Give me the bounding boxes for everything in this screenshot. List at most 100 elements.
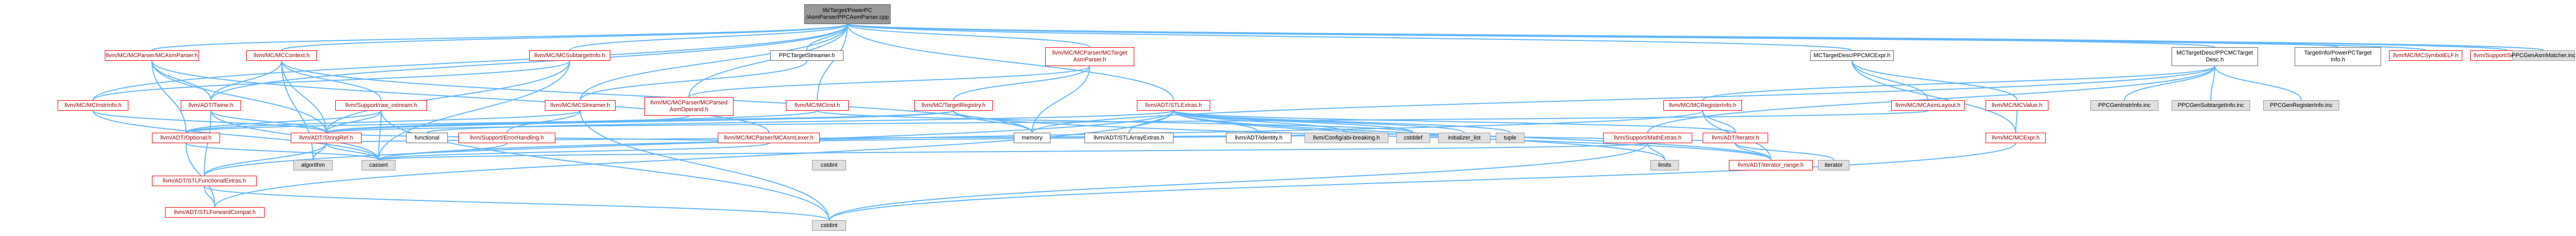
edge-mccontext-twine [210,60,282,101]
edge-mcexpr-cstdint2 [828,143,2016,221]
node-initializer-list[interactable]: initializer_list [1438,133,1490,143]
edge-mcasmparser-twine [151,60,212,101]
node-mcasmparser[interactable]: llvm/MC/MCParser/MCAsmParser.h [105,50,199,61]
edge-mcasmlayout-stringref [325,110,1928,133]
node-limits[interactable]: limits [1650,160,1679,170]
edge-stringref-algorithm [312,143,327,160]
node-configbreaking[interactable]: llvm/Config/abi-breaking.h [1305,133,1388,143]
node-mathextras[interactable]: llvm/Support/MathExtras.h [1603,133,1692,143]
node-stlforwardcompat[interactable]: llvm/ADT/STLForwardCompat.h [165,207,265,218]
edge-mctargetasmparser-memory [1032,66,1090,133]
edge-ppcmctargetdesc-ppcgensubtargetinfo [2210,66,2216,101]
node-raw-ostream[interactable]: llvm/Support/raw_ostream.h [335,100,427,111]
edge-errorhandling-cassert [378,143,508,160]
node-iterator-range[interactable]: llvm/ADT/iterator_range.h [1729,160,1813,170]
edge-stlfunctionalextras-stlforwardcompat [204,186,215,208]
edge-twine-stringref [210,110,327,133]
node-mcsubtargetinfo[interactable]: llvm/MC/MCSubtargetInfo.h [529,50,610,61]
edge-stringref-cassert [325,143,379,160]
edge-mcasmparser-optional [151,60,187,133]
edge-stlfunctionalextras-cstdint2 [204,186,830,221]
node-iterator[interactable]: iterator [1818,160,1849,170]
node-mcinstrinfo[interactable]: llvm/MC/MCInstrInfo.h [58,100,128,111]
node-ppcgenregisterinfo[interactable]: PPCGenRegisterInfo.inc [2263,100,2339,111]
node-ppcgensubtargetinfo[interactable]: PPCGenSubtargetInfo.inc [2172,100,2250,111]
edge-mctargetasmparser-targetregistry [953,66,1090,101]
node-cstdint-bottom[interactable]: cstdint [812,220,846,231]
edge-raw_ostream-optional [185,110,382,133]
node-cassert[interactable]: cassert [361,160,396,170]
edge-adtiterator-iterator_range [1735,143,1771,160]
node-optional[interactable]: llvm/ADT/Optional.h [152,133,220,143]
node-stlextras[interactable]: llvm/ADT/STLExtras.h [1137,100,1210,111]
node-stlarrayextras[interactable]: llvm/ADT/STLArrayExtras.h [1084,133,1174,143]
node-twine[interactable]: llvm/ADT/Twine.h [181,100,241,111]
node-tuple[interactable]: tuple [1496,133,1525,143]
edge-mcstreamer-cstdint2 [579,110,830,221]
edge-twine-stlfunctionalextras [204,110,212,176]
node-errorhandling[interactable]: llvm/Support/ErrorHandling.h [458,133,555,143]
edge-root-mcsubtargetinfo [569,24,848,51]
edge-ppcmctargetdesc-mathextras [1647,66,2216,133]
edge-root-mcparsedasmoperand [688,24,848,98]
edge-mccontext-algorithm [281,60,314,160]
edge-raw_ostream-stringref [325,110,382,133]
edge-mctargetasmparser-mcparsedasmoperand [688,66,1090,98]
node-stlfunctionalextras[interactable]: llvm/ADT/STLFunctionalExtras.h [152,176,257,186]
node-ppcmctargetdesc[interactable]: MCTargetDesc/PPCMCTarget Desc.h [2172,47,2258,66]
node-mcinst[interactable]: llvm/MC/MCInst.h [786,100,849,111]
node-adtiterator[interactable]: llvm/ADT/iterator.h [1703,133,1768,143]
edge-ppcmctargetdesc-ppcgenregisterinfo [2214,66,2302,101]
node-mcvalue[interactable]: llvm/MC/MCValue.h [1986,100,2048,111]
edge-ppcmcexpr-mcvalue [1851,60,2018,101]
node-mcparsedasmoperand[interactable]: llvm/MC/MCParser/MCParsed AsmOperand.h [644,97,733,116]
edge-targetregistry-stringref [325,110,954,133]
edge-root-mccontext [281,24,848,51]
node-mcstreamer[interactable]: llvm/MC/MCStreamer.h [545,100,616,111]
node-mcsymbolelf[interactable]: llvm/MC/MCSymbolELF.h [2389,50,2462,61]
edge-stlextras-functional [426,110,1174,133]
edge-stringref-stlfunctionalextras [204,143,327,176]
edge-stlextras-stlfunctionalextras [204,110,1174,176]
node-ppcgenasmmatcher[interactable]: PPCGenAsmMatcher.inc [2512,50,2575,61]
edge-mcsubtargetinfo-cassert [378,60,571,160]
node-mcasmlayout[interactable]: llvm/MC/MCAsmLayout.h [1891,100,1965,111]
edge-stlextras-stlforwardcompat [214,110,1174,208]
node-cstddef[interactable]: cstddef [1396,133,1430,143]
edge-optional-cassert [185,143,379,160]
edge-raw_ostream-cstdint2 [380,110,830,221]
node-ppcmcexpr[interactable]: MCTargetDesc/PPCMCExpr.h [1810,50,1894,61]
edge-mcinstrinfo-stringref [92,110,327,133]
edge-root-twine [210,24,848,101]
node-identity[interactable]: llvm/ADT/identity.h [1226,133,1291,143]
edge-root-mcstreamer [579,24,848,101]
node-mcregisterinfo[interactable]: llvm/MC/MCRegisterInfo.h [1663,100,1742,111]
node-ppctargetstreamer[interactable]: PPCTargetStreamer.h [770,50,843,61]
node-mcasmlexer[interactable]: llvm/MC/MCParser/MCAsmLexer.h [718,133,820,143]
node-ppctargetinfo[interactable]: TargetInfo/PowerPCTarget Info.h [2295,47,2381,66]
node-mctargetasmparser[interactable]: llvm/MC/MCParser/MCTarget AsmParser.h [1045,47,1134,66]
edge-ppcmcexpr-mcasmlayout [1851,60,1928,101]
edge-ppcmctargetdesc-ppcgeninstrinfo [2124,66,2216,101]
edge-root-mctargetasmparser [847,24,1090,48]
edge-root-ppctargetinfo [847,24,2339,48]
node-functional[interactable]: functional [406,133,448,143]
edge-ppctargetstreamer-mcstreamer [579,60,807,101]
node-ppcgeninstrinfo[interactable]: PPCGenInstrInfo.inc [2090,100,2158,111]
node-memory[interactable]: memory [1014,133,1050,143]
node-mccontext[interactable]: llvm/MC/MCContext.h [246,50,317,61]
edge-root-mcasmparser [151,24,848,51]
edge-mcregisterinfo-adtiterator [1702,110,1736,133]
node-root[interactable]: lib/Target/PowerPC /AsmParser/PPCAsmPars… [804,4,891,24]
node-algorithm[interactable]: algorithm [293,160,333,170]
edge-mcsubtargetinfo-mcinstrinfo [92,60,571,101]
node-targetregistry[interactable]: llvm/MC/TargetRegistry.h [914,100,993,111]
node-stringref[interactable]: llvm/ADT/StringRef.h [291,133,361,143]
edge-mcstreamer-optional [185,110,581,133]
node-mcexpr[interactable]: llvm/MC/MCExpr.h [1986,133,2046,143]
node-cstdint[interactable]: cstdint [812,160,846,170]
edge-adtiterator-iterator [1735,143,1834,160]
edge-stlextras-cstddef [1173,110,1414,133]
